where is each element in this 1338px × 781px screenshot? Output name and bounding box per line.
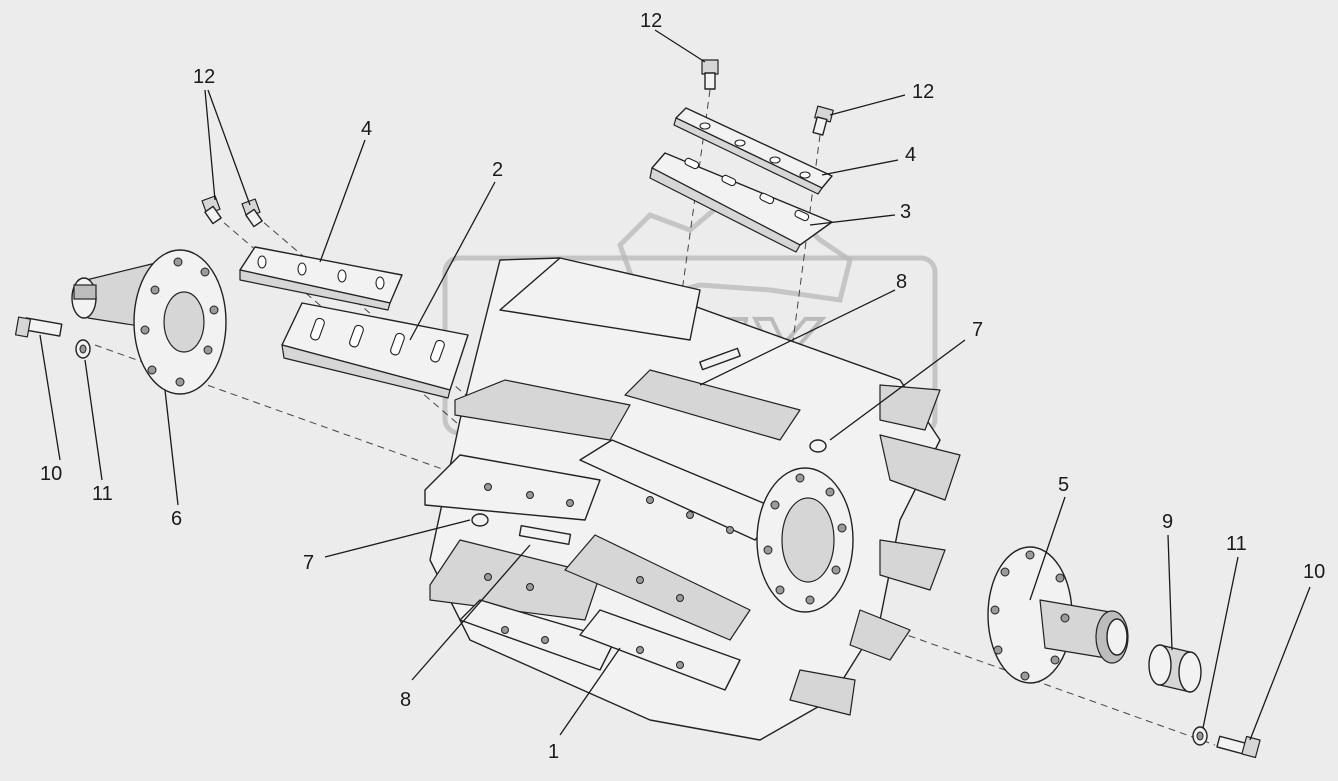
callout-label-12: 12 [193,66,215,88]
callout-label-4: 4 [905,144,916,166]
callout-labels: 1 2 3 4 4 5 6 7 7 8 8 9 10 10 11 11 12 1… [40,10,1325,763]
callout-label-11: 11 [1226,533,1247,555]
rotor-drum-part-1 [424,257,961,741]
callout-label-4: 4 [361,118,372,140]
left-clamp-bar-part-4 [239,246,403,311]
right-bolt-part-10 [1216,735,1261,759]
callout-label-6: 6 [171,508,182,530]
left-bolts-part-12 [201,195,263,228]
callout-label-9: 9 [1162,511,1173,533]
callout-label-10: 10 [40,463,62,485]
callout-label-3: 3 [900,201,911,223]
watermark-gear-icon [617,202,853,303]
top-clamp-bar-part-4 [673,107,833,195]
left-washer-part-11 [75,339,91,359]
callout-label-1: 1 [548,741,559,763]
left-bolt-part-10 [14,316,63,338]
left-flange-shaft-part-6 [71,249,227,395]
top-knife-part-3 [649,152,833,253]
bushing-part-9 [1148,644,1202,693]
callout-label-12: 12 [640,10,662,32]
drum-nuts-part-7 [471,439,827,527]
right-washer-part-11 [1192,726,1208,746]
left-knife-part-2 [281,302,469,399]
callout-label-11: 11 [92,483,113,505]
callout-label-8: 8 [400,689,411,711]
callout-label-10: 10 [1303,561,1325,583]
callout-label-7: 7 [972,319,983,341]
callout-label-8: 8 [896,271,907,293]
callout-label-2: 2 [492,159,503,181]
callout-label-12: 12 [912,81,934,103]
drum-bolts-part-8 [518,347,741,545]
top-bolts-part-12 [701,59,834,136]
callout-label-5: 5 [1058,474,1069,496]
callout-leaders [39,29,1311,741]
callout-label-7: 7 [303,552,314,574]
right-flange-shaft-part-5 [987,546,1129,684]
